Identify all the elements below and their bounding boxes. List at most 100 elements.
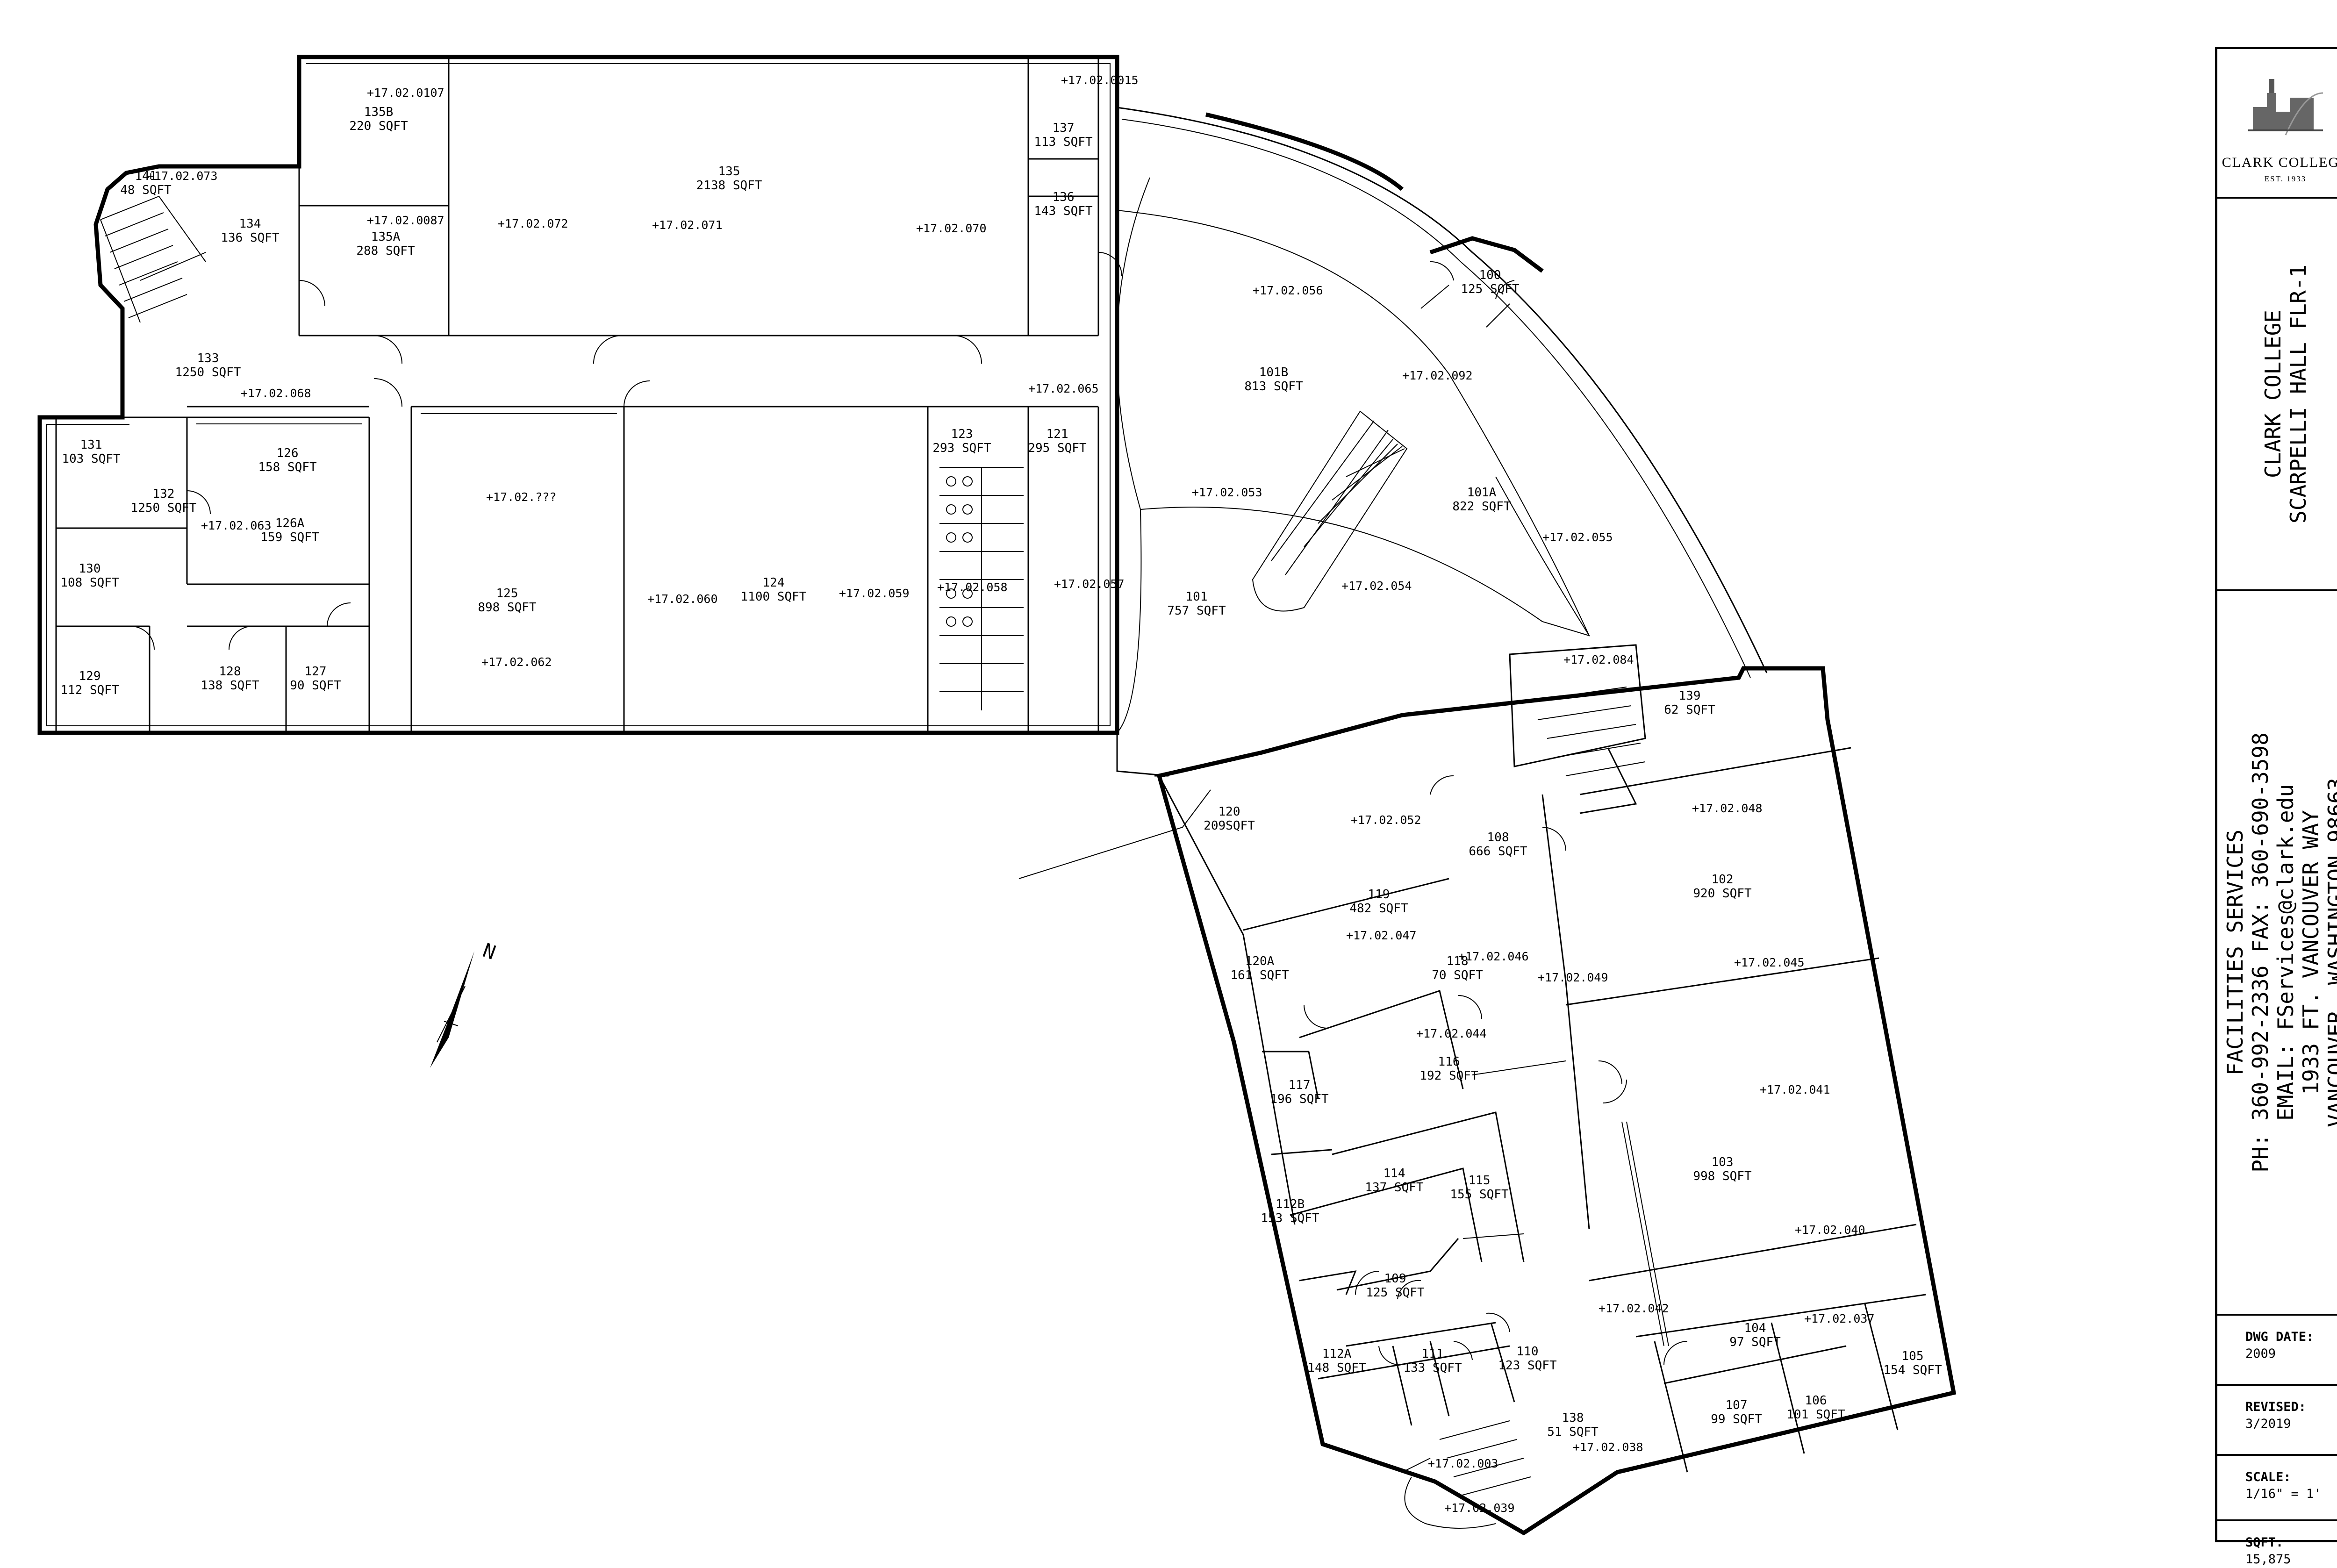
dwg-date-label: DWG DATE: bbox=[2245, 1329, 2337, 1346]
room-number: 126 bbox=[277, 446, 299, 460]
north-arrow: N bbox=[430, 938, 499, 1068]
asset-tag: +17.02.037 bbox=[1804, 1312, 1875, 1325]
room-number: 104 bbox=[1744, 1321, 1766, 1335]
scale-value: 1/16" = 1' bbox=[2245, 1486, 2337, 1503]
room-number: 130 bbox=[79, 562, 101, 576]
room-number: 105 bbox=[1902, 1349, 1924, 1363]
room-area: 101 SQFT bbox=[1786, 1408, 1845, 1422]
title-block: CLARK COLLEGE EST. 1933 CLARK COLLEGE SC… bbox=[2215, 47, 2337, 1542]
room-area: 158 SQFT bbox=[258, 460, 317, 474]
room-number: 128 bbox=[219, 665, 241, 679]
asset-tag: +17.02.0107 bbox=[367, 86, 444, 100]
asset-tag: +17.02.038 bbox=[1573, 1440, 1643, 1454]
room-area: 159 SQFT bbox=[260, 530, 319, 544]
room-area: 90 SQFT bbox=[290, 679, 341, 693]
contact-street: 1933 FT. VANCOUVER WAY bbox=[2298, 732, 2323, 1173]
asset-tag: +17.02.084 bbox=[1563, 653, 1634, 666]
asset-tag: +17.02.0087 bbox=[367, 214, 444, 227]
room-area: 136 SQFT bbox=[221, 231, 280, 245]
room-number: 121 bbox=[1047, 427, 1068, 441]
asset-tag: +17.02.073 bbox=[147, 169, 218, 183]
room-number: 112A bbox=[1322, 1347, 1352, 1361]
room-area: 1250 SQFT bbox=[131, 501, 197, 515]
contact-cell: FACILITIES SERVICES PH: 360-992-2336 FAX… bbox=[2217, 591, 2337, 1316]
room-number: 137 bbox=[1053, 121, 1075, 135]
drawing-title: CLARK COLLEGE SCARPELLI HALL FLR-1 bbox=[2260, 265, 2311, 523]
room-area: 154 SQFT bbox=[1883, 1363, 1942, 1377]
asset-tag: +17.02.072 bbox=[498, 217, 568, 230]
room-area: 209SQFT bbox=[1204, 819, 1255, 833]
room-number: 131 bbox=[80, 438, 102, 452]
room-number: 116 bbox=[1438, 1055, 1460, 1069]
room-number: 139 bbox=[1679, 689, 1701, 703]
asset-tag: +17.02.071 bbox=[652, 218, 723, 232]
college-logo: CLARK COLLEGE EST. 1933 bbox=[2221, 56, 2337, 190]
room-number: 135 bbox=[718, 165, 740, 179]
room-number: 107 bbox=[1726, 1398, 1748, 1412]
title-line-college: CLARK COLLEGE bbox=[2260, 265, 2286, 523]
room-area: 97 SQFT bbox=[1729, 1335, 1781, 1349]
room-area: 99 SQFT bbox=[1711, 1412, 1762, 1426]
logo-name: CLARK COLLEGE bbox=[2221, 155, 2337, 171]
asset-tag: +17.02.062 bbox=[481, 655, 552, 669]
asset-tag: +17.02.048 bbox=[1692, 802, 1763, 815]
room-area: 813 SQFT bbox=[1244, 379, 1303, 394]
room-area: 62 SQFT bbox=[1664, 703, 1715, 717]
asset-tag: +17.02.049 bbox=[1538, 971, 1608, 984]
asset-tag: +17.02.054 bbox=[1341, 579, 1412, 593]
room-area: 161 SQFT bbox=[1230, 968, 1289, 982]
room-number: 135B bbox=[364, 105, 394, 119]
asset-tag: +17.02.0015 bbox=[1061, 73, 1139, 87]
asset-tag: +17.02.059 bbox=[839, 587, 910, 600]
room-area: 288 SQFT bbox=[356, 244, 415, 258]
room-number: 132 bbox=[153, 487, 175, 501]
room-area: 920 SQFT bbox=[1693, 887, 1752, 901]
room-area: 112 SQFT bbox=[60, 683, 119, 697]
room-area: 293 SQFT bbox=[932, 441, 991, 455]
asset-tag: +17.02.041 bbox=[1760, 1083, 1830, 1096]
asset-tag: +17.02.092 bbox=[1402, 369, 1473, 382]
room-number: 112B bbox=[1276, 1197, 1305, 1211]
room-number: 135A bbox=[371, 230, 401, 244]
room-number: 129 bbox=[79, 669, 101, 683]
room-number: 124 bbox=[763, 576, 785, 590]
lobby-walls bbox=[1019, 107, 1767, 879]
room-area: 220 SQFT bbox=[349, 119, 408, 133]
building-icon bbox=[2239, 65, 2332, 144]
room-area: 103 SQFT bbox=[62, 452, 121, 466]
asset-tag: +17.02.045 bbox=[1734, 956, 1805, 969]
room-area: 138 SQFT bbox=[201, 679, 259, 693]
asset-tag: +17.02.056 bbox=[1253, 284, 1323, 297]
asset-tag: +17.02.068 bbox=[241, 387, 311, 400]
asset-tag: +17.02.??? bbox=[486, 490, 557, 504]
logo-cell: CLARK COLLEGE EST. 1933 bbox=[2217, 49, 2337, 199]
room-number: 102 bbox=[1712, 873, 1734, 887]
room-area: 70 SQFT bbox=[1432, 968, 1483, 982]
room-number: 133 bbox=[197, 351, 219, 365]
room-number: 101A bbox=[1467, 486, 1497, 500]
room-number: 109 bbox=[1384, 1272, 1406, 1286]
room-area: 108 SQFT bbox=[60, 576, 119, 590]
room-number: 101B bbox=[1259, 365, 1289, 379]
contact-dept: FACILITIES SERVICES bbox=[2222, 732, 2248, 1173]
room-area: 1100 SQFT bbox=[741, 590, 807, 604]
room-number: 117 bbox=[1289, 1078, 1311, 1092]
room-area: 155 SQFT bbox=[1450, 1188, 1509, 1202]
room-area: 113 SQFT bbox=[1034, 135, 1093, 149]
room-area: 133 SQFT bbox=[1403, 1361, 1462, 1375]
drawing-title-cell: CLARK COLLEGE SCARPELLI HALL FLR-1 bbox=[2217, 199, 2337, 591]
room-area: 51 SQFT bbox=[1547, 1425, 1599, 1439]
north-label: N bbox=[480, 938, 499, 964]
asset-tag: +17.02.047 bbox=[1346, 929, 1417, 942]
asset-tag: +17.02.046 bbox=[1458, 950, 1529, 963]
contact-info: FACILITIES SERVICES PH: 360-992-2336 FAX… bbox=[2222, 732, 2337, 1173]
asset-tag: +17.02.052 bbox=[1351, 813, 1421, 827]
room-area: 2138 SQFT bbox=[696, 179, 762, 193]
room-area: 898 SQFT bbox=[478, 601, 537, 615]
room-number: 119 bbox=[1368, 888, 1390, 902]
dwg-date-cell: DWG DATE: 2009 bbox=[2217, 1316, 2337, 1386]
room-area: 822 SQFT bbox=[1452, 500, 1511, 514]
asset-tag: +17.02.003 bbox=[1428, 1457, 1498, 1470]
room-area: 196 SQFT bbox=[1270, 1092, 1329, 1106]
asset-tag-labels: +17.02.0015 +17.02.0107 +17.02.073 +17.02.0… bbox=[147, 73, 1875, 1515]
